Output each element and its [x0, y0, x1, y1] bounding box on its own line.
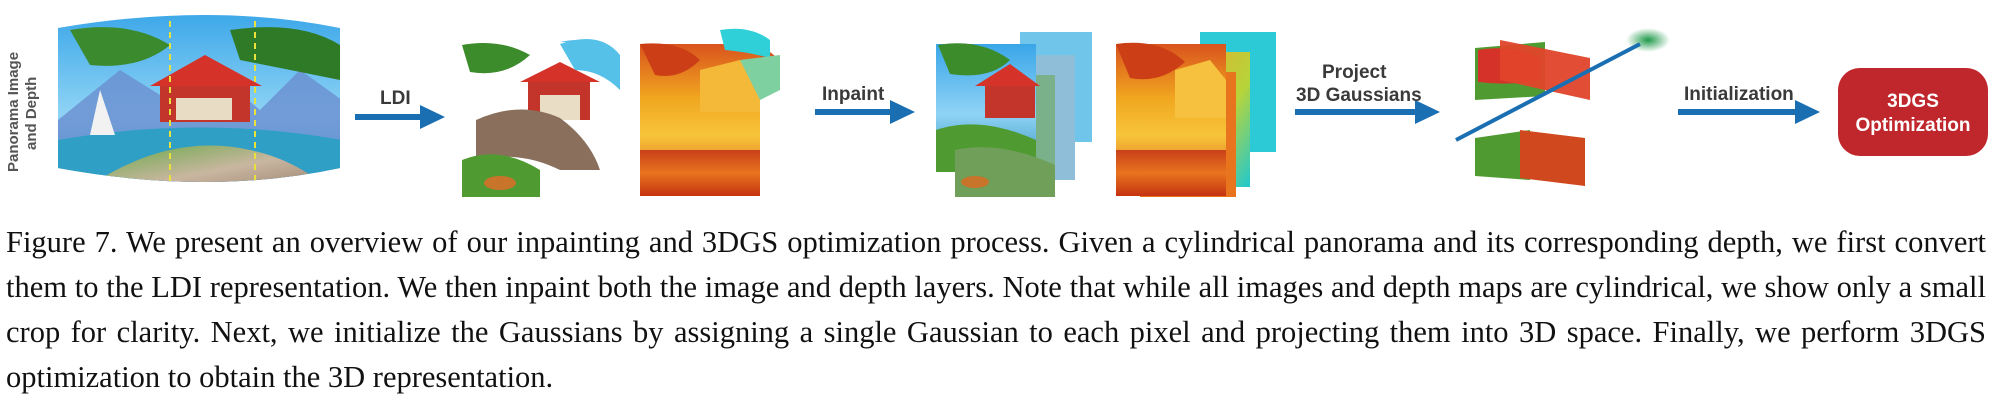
project-label-line1: Project — [1322, 62, 1387, 83]
figure-caption: Figure 7. We present an overview of our … — [6, 220, 1986, 400]
panorama-image — [58, 15, 340, 182]
svg-text:Optimization: Optimization — [1855, 115, 1970, 136]
initialization-arrow: Initialization — [1678, 84, 1820, 124]
inpaint-label: Inpaint — [822, 84, 885, 105]
gaussian-projection — [1455, 28, 1670, 186]
caption-label: Figure 7. — [6, 225, 118, 259]
ldi-arrow: LDI — [355, 88, 445, 129]
caption-text: We present an overview of our inpainting… — [6, 225, 1986, 394]
ldi-depth-layers — [640, 28, 780, 196]
pipeline-figure: Panorama Image and Depth LDI — [5, 15, 1988, 197]
svg-text:3DGS: 3DGS — [1887, 91, 1939, 112]
inpainted-depth-layers — [1116, 32, 1276, 197]
ldi-image-layers — [460, 38, 620, 197]
inpainted-image-layers — [936, 32, 1092, 197]
project-arrow: Project 3D Gaussians — [1295, 62, 1440, 124]
svg-text:and Depth: and Depth — [23, 77, 40, 150]
svg-text:Panorama Image: Panorama Image — [5, 52, 22, 172]
project-label-line2: 3D Gaussians — [1296, 85, 1422, 106]
ldi-label: LDI — [380, 88, 411, 109]
side-label: Panorama Image and Depth — [5, 52, 40, 172]
inpaint-arrow: Inpaint — [815, 84, 915, 124]
initialization-label: Initialization — [1684, 84, 1794, 105]
3dgs-optimization-box: 3DGS Optimization — [1838, 68, 1988, 156]
